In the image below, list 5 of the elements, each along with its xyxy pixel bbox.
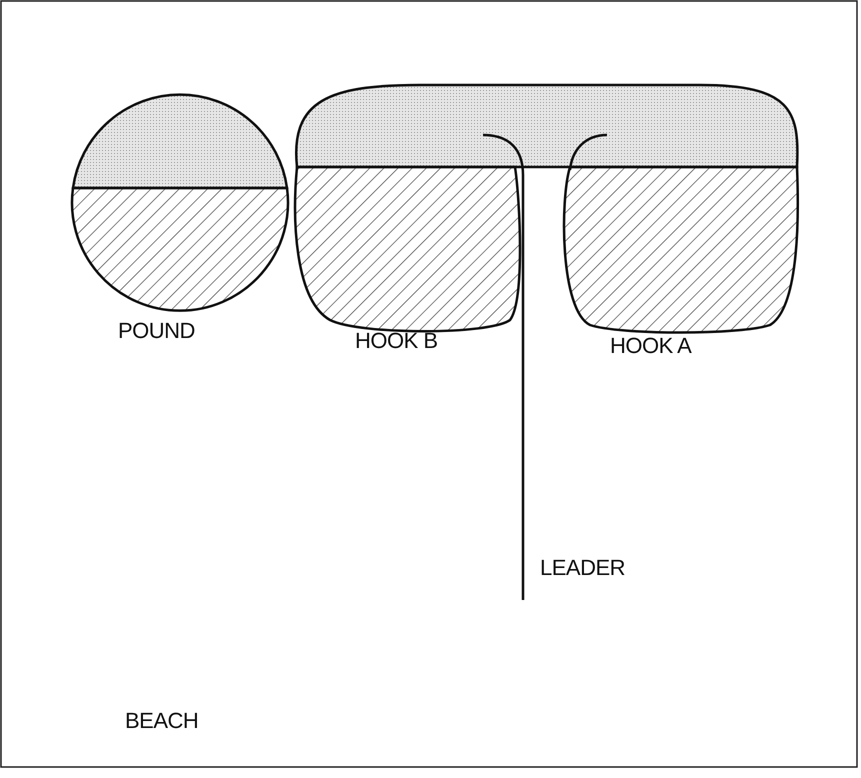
part-label: BEACH: [125, 708, 198, 734]
part-label: POUND: [118, 318, 195, 344]
part-label: LEADER: [540, 555, 626, 581]
part-label: HOOK B: [355, 328, 438, 354]
part-label: HOOK A: [610, 333, 692, 359]
